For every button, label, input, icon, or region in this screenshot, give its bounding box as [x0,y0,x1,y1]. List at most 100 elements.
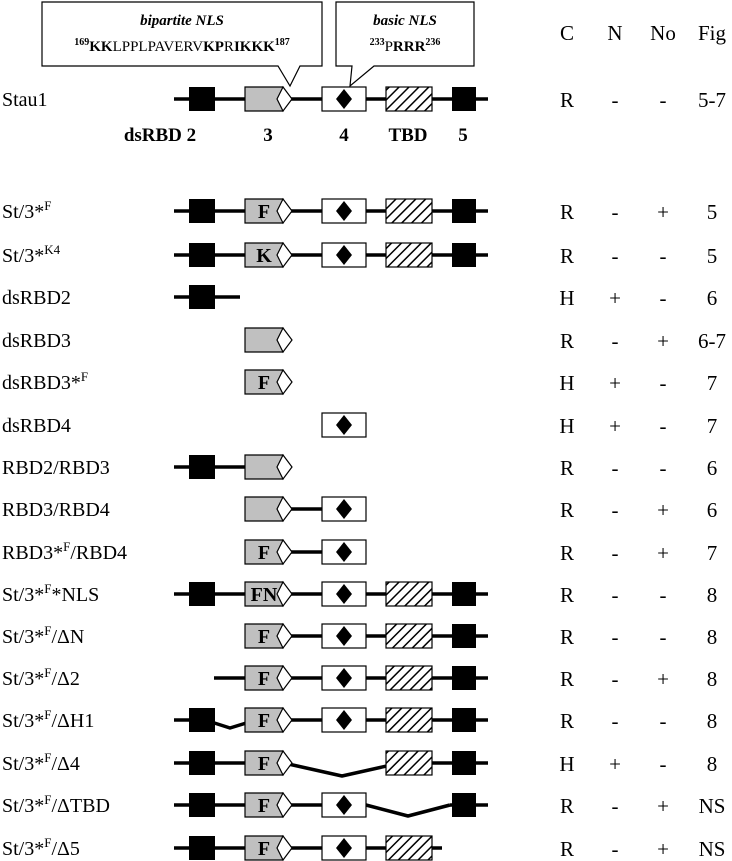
localization-nucleus: - [612,329,619,353]
figure-reference: 8 [707,625,718,649]
dsrbd2-domain [189,199,215,223]
domain-label-5: 5 [458,125,468,146]
bipartite-nls-marker [276,368,293,396]
localization-nucleus: + [609,371,621,395]
construct-name-base: dsRBD3 [2,330,71,352]
localization-nucleolus: + [657,200,669,224]
tbd-domain [385,581,433,607]
figure-reference: 8 [707,752,718,776]
localization-cytoplasm: R [560,667,574,691]
bipartite-nls-marker [276,453,293,481]
localization-nucleus: - [612,667,619,691]
figure-reference: 7 [707,541,718,565]
construct-name-superscript: F [44,707,51,722]
localization-nucleus: - [612,244,619,268]
construct-name: St/3*K4 [2,242,61,267]
localization-nucleolus: + [657,498,669,522]
localization-cytoplasm: H [559,414,574,438]
construct-name-base: St/3* [2,795,44,817]
basic-nls-diamond-icon [336,415,352,435]
dsrbd5-domain [452,243,476,267]
bipartite-nls-callout: bipartite NLS 169KKLPPLPAVERVKPRIKKK187 [41,1,323,88]
dsrbd3-mutation-label: F [258,753,270,775]
bipartite-nls-marker [276,834,293,861]
dsrbd3-mutation-label: F [258,838,270,860]
seq-start-number: 169 [74,37,89,48]
construct-name: Stau1 [2,89,48,111]
basic-nls-diamond-icon [336,626,352,646]
tbd-domain [385,198,433,224]
dsrbd2-domain [189,836,215,860]
construct-name-suffix: /ΔH1 [51,710,94,732]
seq-residues: RRR [393,39,426,55]
basic-nls-callout-box [335,1,475,88]
linker-line [283,761,401,778]
tbd-domain [385,835,433,861]
dsrbd2-domain [189,751,215,775]
localization-nucleolus: - [660,414,667,438]
dsrbd2-domain [189,582,215,606]
bipartite-nls-sequence: 169KKLPPLPAVERVKPRIKKK187 [74,37,290,55]
construct-name: St/3*F/ΔTBD [2,792,110,817]
seq-start-number: 233 [370,37,385,48]
basic-nls-diamond-icon [336,89,352,109]
bipartite-nls-marker [276,326,293,354]
construct-name-base: St/3* [2,201,44,223]
basic-nls-diamond-icon [336,838,352,858]
localization-nucleolus: - [660,583,667,607]
construct-name-base: St/3* [2,245,44,267]
localization-cytoplasm: R [560,794,574,818]
dsrbd2-domain [189,455,215,479]
dsrbd2-domain [189,708,215,732]
localization-cytoplasm: H [559,371,574,395]
construct-name: dsRBD3 [2,330,71,352]
basic-nls-diamond-icon [336,668,352,688]
localization-nucleolus: + [657,794,669,818]
figure-reference: 7 [707,414,718,438]
localization-cytoplasm: R [560,200,574,224]
dsrbd5-domain [452,751,476,775]
dsrbd3-mutation-label: F [258,626,270,648]
seq-end-number: 236 [425,37,440,48]
basic-nls-diamond-icon [336,542,352,562]
construct-name-suffix: /Δ2 [51,668,79,690]
tbd-domain [385,623,433,649]
basic-nls-diamond-icon [336,795,352,815]
domain-label-3: 3 [263,125,273,146]
dsrbd5-domain [452,582,476,606]
localization-nucleolus: - [660,625,667,649]
localization-nucleolus: - [660,371,667,395]
localization-nucleus: - [612,837,619,861]
construct-name-suffix: /Δ5 [51,838,79,860]
localization-nucleolus: + [657,329,669,353]
construct-name-superscript: F [63,539,70,554]
localization-nucleolus: + [657,837,669,861]
bipartite-nls-marker [276,538,293,566]
domain-label-4: 4 [339,125,349,146]
figure-reference: 6 [707,286,718,310]
localization-nucleus: - [612,498,619,522]
seq-end-number: 187 [275,37,290,48]
construct-name: St/3*F*NLS [2,581,99,606]
domain-label-tbd: TBD [388,125,427,146]
bipartite-nls-marker [276,241,293,269]
dsrbd5-domain [452,624,476,648]
localization-nucleus: + [609,286,621,310]
construct-name-base: St/3* [2,838,44,860]
bipartite-nls-callout-box [41,1,323,88]
construct-name: St/3*F/ΔH1 [2,707,94,732]
localization-cytoplasm: H [559,752,574,776]
dsrbd5-domain [452,87,476,111]
dsrbd5-domain [452,793,476,817]
seq-residues: KK [89,39,113,55]
dsrbd3-mutation-label: F [258,668,270,690]
header-c: C [560,21,574,45]
construct-name: St/3*F/ΔN [2,623,84,648]
bipartite-nls-marker [276,791,293,819]
localization-nucleolus: + [657,667,669,691]
